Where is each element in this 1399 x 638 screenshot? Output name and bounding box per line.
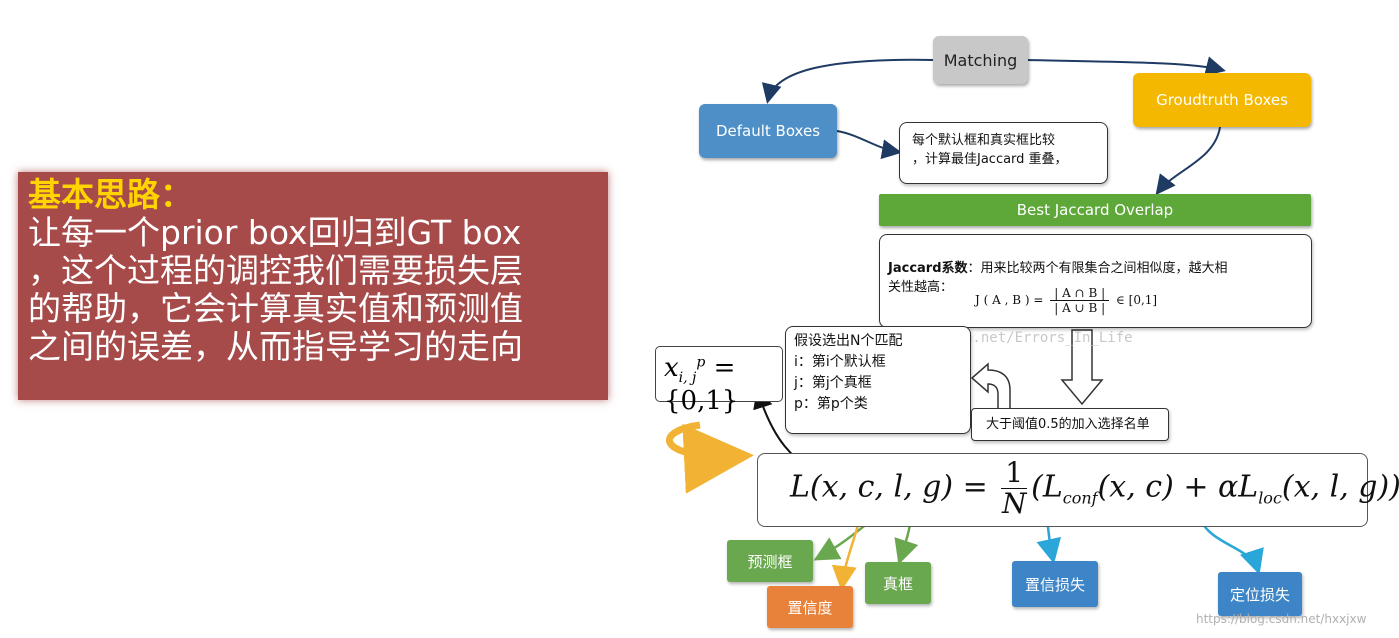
- jaccard-lhs: J ( A , B ) =: [975, 293, 1044, 307]
- matching-box: Matching: [933, 36, 1028, 84]
- compare-note-line-1: 每个默认框和真实框比较: [912, 133, 1056, 148]
- jaccard-title: Jaccard系数: [888, 261, 968, 276]
- best-overlap-bar: Best Jaccard Overlap: [879, 194, 1311, 226]
- arrow-gt-to-best: [1155, 126, 1221, 196]
- jaccard-formula: J ( A , B ) = | A ∩ B | | A ∪ B | ∈ [0,1…: [975, 286, 1157, 315]
- real-box-tag: 真框: [865, 562, 931, 604]
- loss-loc-args: (x, l, g)): [1281, 469, 1399, 505]
- loss-fraction: 1 N: [1001, 458, 1028, 520]
- source-credit: https://blog.csdn.net/hxxjxw: [1196, 612, 1367, 626]
- threshold-note: 大于阈值0.5的加入选择名单: [971, 408, 1169, 441]
- indicator-x: x: [664, 353, 679, 383]
- loss-formula: L(x, c, l, g) = 1 N (Lconf(x, c) + αLloc…: [790, 458, 1399, 519]
- indicator-rhs: ={0,1}: [664, 353, 739, 417]
- jaccard-definition: Jaccard系数：用来比较两个有限集合之间相似度，越大相 关性越高：: [879, 234, 1312, 328]
- confidence-tag: 置信度: [767, 586, 853, 628]
- loss-lhs: L(x, c, l, g) =: [790, 469, 988, 505]
- assumption-line-3: j：第j个真框: [794, 375, 872, 391]
- loc-loss-tag: 定位损失: [1218, 572, 1302, 616]
- jaccard-desc-line-1: Jaccard系数：用来比较两个有限集合之间相似度，越大相: [888, 259, 1311, 278]
- assumption-line-2: i：第i个默认框: [794, 354, 886, 370]
- idea-line-3: 的帮助，它会计算真实值和预测值: [28, 289, 523, 328]
- loss-conf-args: (x, c) + αL: [1097, 469, 1259, 505]
- compare-note-line-2: ，计算最佳Jaccard 重叠，: [912, 152, 1068, 167]
- indicator-formula: xi, jp ={0,1}: [655, 346, 783, 416]
- idea-heading: 基本思路：: [28, 175, 193, 214]
- jaccard-desc-2: 关性越高：: [888, 280, 954, 295]
- loss-frac-num: 1: [1001, 458, 1028, 489]
- loss-loc-sub: loc: [1258, 488, 1282, 508]
- idea-panel: 基本思路： 让每一个prior box回归到GT box ，这个过程的调控我们需…: [18, 172, 608, 400]
- assumption-line-1: 假设选出N个匹配: [794, 333, 903, 349]
- arrow-matching-to-default: [761, 58, 934, 104]
- jaccard-desc-1: ：用来比较两个有限集合之间相似度，越大相: [967, 261, 1228, 276]
- arrow-default-to-note: [836, 130, 902, 160]
- idea-line-1: 让每一个prior box回归到GT box: [28, 213, 522, 252]
- idea-line-4: 之间的误差，从而指导学习的走向: [28, 327, 523, 366]
- hollow-down-arrow: [1060, 329, 1104, 406]
- assumption-note: 假设选出N个匹配 i：第i个默认框 j：第j个真框 p：第p个类: [785, 326, 971, 434]
- loss-conf-sub: conf: [1062, 488, 1098, 508]
- compare-note: 每个默认框和真实框比较 ，计算最佳Jaccard 重叠，: [899, 122, 1108, 184]
- arrow-matching-to-gt: [1027, 56, 1226, 76]
- idea-line-2: ，这个过程的调控我们需要损失层: [28, 251, 523, 290]
- loss-open: (L: [1031, 469, 1063, 505]
- loss-frac-den: N: [1001, 487, 1027, 520]
- indicator-sup: p: [696, 354, 706, 371]
- loss-box: [757, 453, 1368, 527]
- jaccard-fraction: | A ∩ B | | A ∪ B |: [1050, 286, 1110, 315]
- groundtruth-boxes-box: Groudtruth Boxes: [1133, 73, 1311, 127]
- jaccard-rhs: ∈ [0,1]: [1115, 293, 1158, 307]
- conf-loss-tag: 置信损失: [1012, 561, 1098, 607]
- swirl-arrow: [666, 421, 754, 494]
- jaccard-denominator: | A ∪ B |: [1054, 301, 1106, 315]
- jaccard-numerator: | A ∩ B |: [1050, 286, 1110, 301]
- assumption-line-4: p：第p个类: [794, 396, 868, 412]
- hollow-curve-arrow: [970, 362, 1011, 413]
- default-boxes-box: Default Boxes: [699, 104, 837, 158]
- pred-box-tag: 预测框: [727, 540, 813, 582]
- indicator-sub: i, j: [678, 370, 697, 387]
